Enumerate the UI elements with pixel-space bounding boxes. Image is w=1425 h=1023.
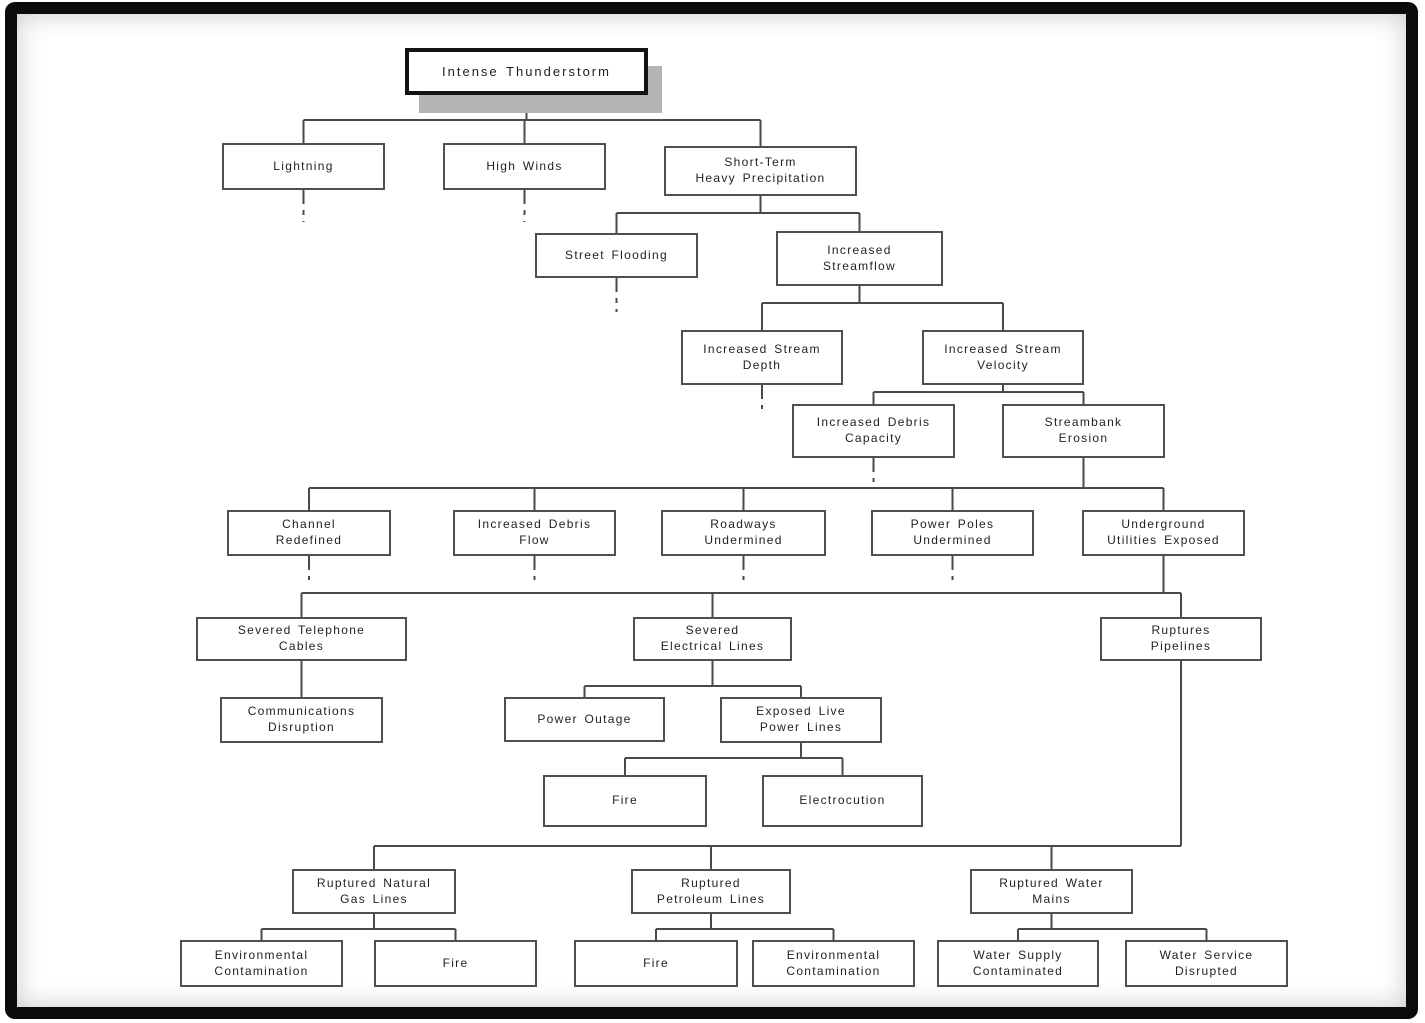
node-label-line: Electrical Lines [660, 639, 765, 653]
node-label-line: Lightning [273, 158, 334, 173]
node-label-line: Severed Telephone [237, 623, 366, 638]
node-label-line: Velocity [977, 357, 1029, 372]
node-label-line: Increased Debris [477, 517, 592, 532]
node-label-line: Pipelines [1150, 639, 1212, 653]
node-label-line: Street Flooding [565, 247, 668, 262]
node-fire-electrical: Fire [543, 775, 707, 827]
node-label-line: Disruption [267, 720, 336, 734]
node-label-line: Depth [742, 357, 782, 372]
node-label-line: Increased Debris [816, 415, 931, 430]
node-label-line: High Winds [486, 158, 563, 173]
node-label-line: Undermined [704, 533, 783, 547]
node-label-line: Mains [1032, 891, 1071, 906]
node-label-line: Ruptures [1151, 623, 1211, 638]
node-label-line: Streambank [1044, 415, 1123, 430]
node-label-line: Exposed Live [756, 704, 846, 719]
node-label-line: Flow [519, 533, 550, 547]
node-label-line: Redefined [275, 533, 343, 547]
node-label-line: Contamination [786, 963, 881, 978]
node-label-line: Power Outage [537, 711, 632, 726]
node-lightning: Lightning [222, 143, 385, 190]
node-label-line: Water Supply [973, 947, 1063, 962]
node-label-line: Environmental [214, 947, 309, 962]
node-electrocution: Electrocution [762, 775, 923, 827]
node-label-line: Ruptured Water [999, 875, 1104, 890]
node-label-line: Fire [442, 955, 469, 970]
node-label-line: Cables [278, 639, 325, 653]
node-label-line: Petroleum Lines [656, 891, 766, 906]
node-label-line: Severed [685, 623, 740, 638]
node-label-line: Ruptured Natural [316, 875, 432, 890]
node-label-line: Intense Thunderstorm [442, 63, 611, 79]
node-label-line: Underground [1121, 517, 1206, 532]
node-fire-petroleum: Fire [574, 940, 738, 987]
node-label-line: Fire [612, 793, 638, 808]
node-label-line: Channel [282, 517, 336, 532]
node-label-line: Disrupted [1174, 963, 1239, 978]
node-label-line: Fire [643, 955, 669, 970]
node-label-line: Roadways [710, 517, 777, 532]
node-label-line: Undermined [913, 533, 992, 547]
node-label-line: Environmental [786, 947, 881, 962]
node-label-line: Communications [247, 704, 356, 719]
node-label-line: Water Service [1159, 947, 1254, 962]
node-label-line: Short-Term [724, 155, 797, 170]
node-high-winds: High Winds [443, 143, 606, 190]
node-label-line: Capacity [844, 431, 903, 445]
node-fire-gas: Fire [374, 940, 537, 987]
node-label-line: Streamflow [822, 258, 897, 273]
node-label-line: Increased [827, 242, 892, 257]
node-label-line: Contamination [214, 963, 309, 978]
node-label-line: Power Lines [759, 720, 843, 734]
node-label-line: Gas Lines [340, 891, 408, 906]
node-label-line: Erosion [1058, 431, 1109, 445]
node-label-line: Electrocution [799, 793, 886, 808]
node-street-flooding: Street Flooding [535, 233, 698, 278]
node-label-line: Ruptured [681, 875, 741, 890]
node-power-outage: Power Outage [504, 697, 665, 742]
node-label-line: Utilities Exposed [1107, 533, 1220, 547]
node-label-line: Increased Stream [703, 341, 821, 356]
node-label-line: Heavy Precipitation [695, 171, 826, 185]
node-label-line: Power Poles [910, 517, 995, 532]
node-label-line: Contaminated [972, 963, 1064, 978]
node-thunderstorm: Intense Thunderstorm [405, 48, 648, 95]
node-label-line: Increased Stream [944, 341, 1062, 356]
